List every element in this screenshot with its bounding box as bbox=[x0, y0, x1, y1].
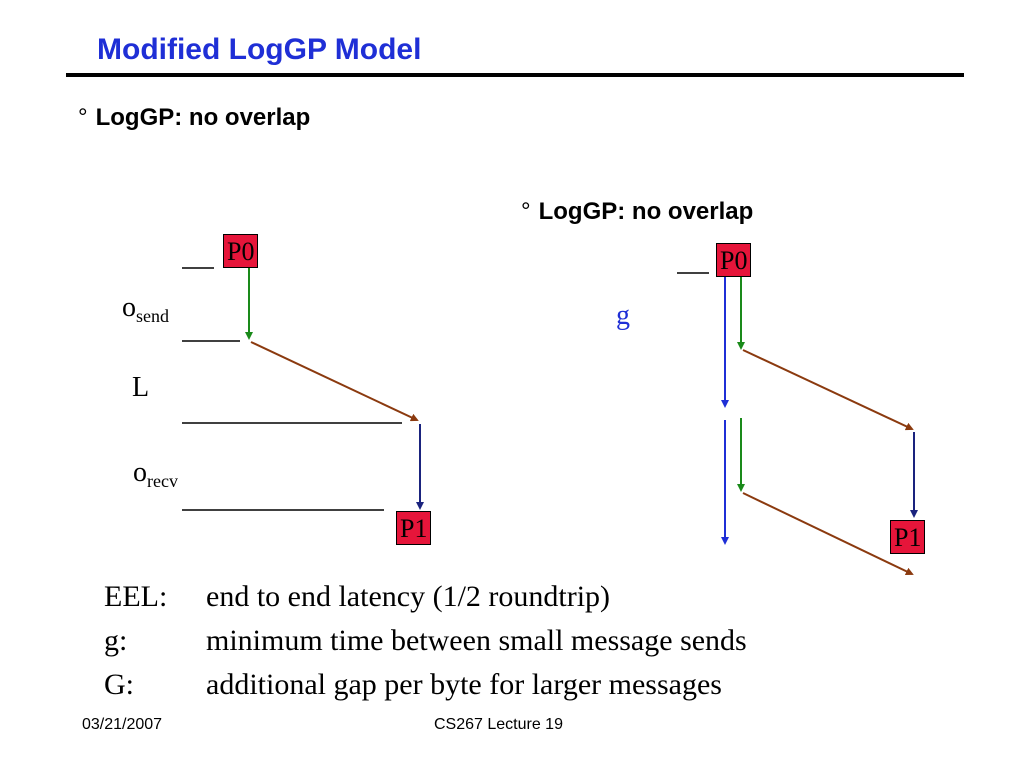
title-rule bbox=[66, 73, 964, 77]
processor-box-p1: P1 bbox=[396, 511, 432, 545]
definition-row: g: minimum time between small message sen… bbox=[104, 619, 747, 663]
latency-arrow bbox=[742, 492, 914, 576]
bullet-main-text: LogGP: no overlap bbox=[95, 104, 311, 131]
bullet-mark: ° bbox=[521, 198, 531, 225]
definition-text: minimum time between small message sends bbox=[206, 624, 747, 657]
definition-row: G: additional gap per byte for larger mes… bbox=[104, 663, 747, 707]
label-gap: g bbox=[616, 300, 630, 331]
latency-arrow bbox=[250, 341, 419, 422]
definition-term: g: bbox=[104, 624, 128, 657]
label-latency: L bbox=[132, 372, 150, 403]
label-o-send: osend bbox=[122, 292, 169, 326]
bullet-mark: ° bbox=[78, 104, 88, 131]
definition-term: G: bbox=[104, 668, 134, 701]
bullet-right-text: LogGP: no overlap bbox=[538, 198, 754, 225]
definition-text: end to end latency (1/2 roundtrip) bbox=[206, 580, 611, 613]
processor-box-p0: P0 bbox=[223, 234, 259, 268]
bullet-main: ° LogGP: no overlap bbox=[78, 104, 310, 132]
definition-term: EEL: bbox=[104, 580, 168, 613]
definition-text: additional gap per byte for larger messa… bbox=[206, 668, 722, 701]
definitions-list: EEL: end to end latency (1/2 roundtrip) g:… bbox=[104, 575, 747, 707]
label-o-recv: orecv bbox=[133, 457, 178, 491]
processor-box-p1: P1 bbox=[890, 520, 926, 554]
slide-title: Modified LogGP Model bbox=[97, 33, 422, 66]
footer-course: CS267 Lecture 19 bbox=[434, 716, 563, 733]
bullet-right: ° LogGP: no overlap bbox=[521, 198, 753, 226]
footer-date: 03/21/2007 bbox=[82, 716, 163, 733]
processor-box-p0: P0 bbox=[716, 243, 752, 277]
latency-arrow bbox=[742, 349, 914, 431]
definition-row: EEL: end to end latency (1/2 roundtrip) bbox=[104, 575, 747, 619]
